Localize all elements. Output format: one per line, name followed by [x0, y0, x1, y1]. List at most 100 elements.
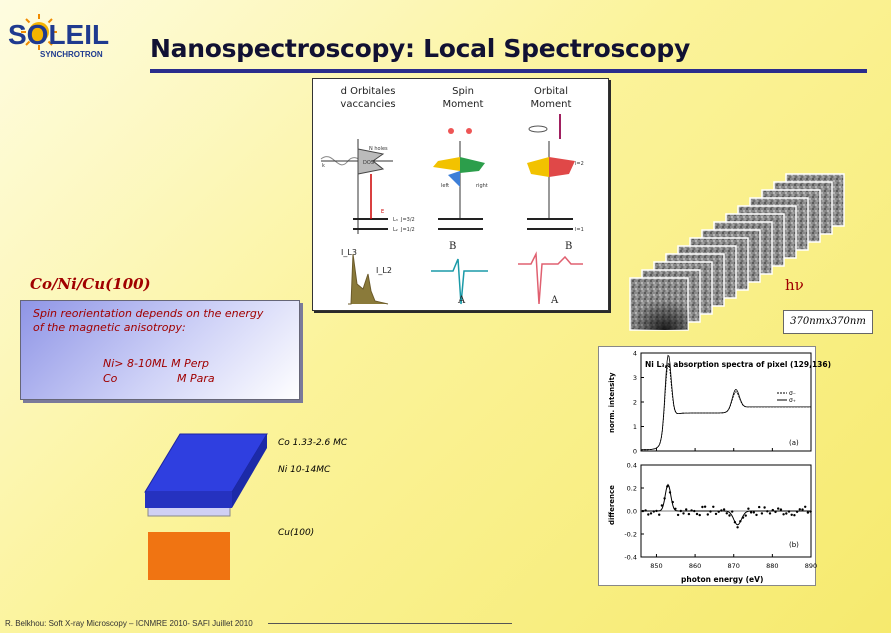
info-line-4a: Co: [103, 372, 118, 385]
bottom-ytick-label: 0.2: [627, 485, 637, 493]
difference-point: [658, 513, 661, 516]
difference-point: [758, 505, 761, 509]
svg-text:I_L2: I_L2: [376, 266, 392, 275]
difference-point: [760, 512, 764, 515]
footer-rule: [268, 623, 512, 624]
sun-icon: [21, 14, 57, 50]
co-layer-front: [145, 492, 232, 508]
difference-point: [674, 507, 677, 510]
top-ytick-label: 2: [633, 399, 637, 407]
xtick-label: 870: [728, 562, 740, 570]
footer-text: R. Belkhou: Soft X-ray Microscopy – ICNM…: [5, 619, 253, 628]
difference-point: [733, 521, 737, 524]
info-line-3: Ni> 8-10ML M Perp: [103, 357, 209, 370]
xmcd-diagram: N holes DOS k E L₃ L₂ J=3/2 J=1/2 I_L3 I…: [320, 114, 584, 306]
difference-point: [663, 497, 666, 500]
svg-text:l=1: l=1: [575, 227, 584, 233]
difference-point: [728, 514, 731, 517]
svg-text:I_L3: I_L3: [341, 248, 357, 257]
difference-point: [774, 510, 777, 514]
legend-sigma-minus: σ₋: [789, 390, 796, 397]
difference-point: [703, 505, 707, 508]
difference-point: [779, 508, 783, 511]
bottom-ylabel: difference: [608, 485, 616, 525]
logo-subtext: SYNCHROTRON: [40, 50, 103, 59]
bottom-ytick-label: -0.2: [624, 531, 637, 539]
difference-point: [698, 513, 701, 517]
difference-point: [725, 512, 728, 515]
difference-point: [793, 514, 796, 517]
difference-point: [804, 505, 807, 508]
svg-text:J=3/2: J=3/2: [400, 217, 415, 223]
svg-text:A: A: [457, 295, 466, 306]
bottom-plot-tag: (b): [789, 541, 799, 549]
spectra-title: Ni L₃,₂ absorption spectra of pixel (129…: [645, 360, 831, 369]
info-line-2: of the magnetic anisotropy:: [33, 321, 186, 334]
xmcd-figure: d Orbitales vaccancies Spin Moment Orbit…: [312, 78, 609, 311]
svg-text:A: A: [550, 295, 559, 306]
difference-point: [671, 500, 674, 504]
difference-point: [706, 513, 709, 516]
difference-point: [790, 513, 793, 516]
bottom-ytick-label: 0.0: [627, 508, 637, 516]
difference-point: [768, 512, 772, 515]
difference-point: [747, 507, 750, 510]
difference-point: [749, 511, 753, 514]
difference-point: [720, 509, 723, 512]
spectra-figure: Ni L₃,₂ absorption spectra of pixel (129…: [598, 346, 831, 586]
svg-text:k: k: [322, 163, 325, 169]
co-layer-top: [144, 433, 268, 493]
column-label-orbital: Orbital Moment: [530, 86, 572, 110]
top-ytick-label: 3: [633, 374, 637, 382]
difference-series: [641, 483, 811, 526]
difference-point: [739, 520, 742, 523]
photon-energy-label: hν: [785, 276, 804, 294]
svg-text:N holes: N holes: [369, 146, 388, 152]
spin-moment-schematic: left right B A: [431, 128, 488, 306]
difference-point: [685, 508, 688, 511]
top-ylabel: norm. intensity: [608, 372, 616, 433]
svg-text:left: left: [441, 183, 449, 189]
absorption-series: [641, 362, 811, 451]
column-label-orbitals: d Orbitales vaccancies: [340, 86, 396, 110]
svg-text:J=1/2: J=1/2: [400, 227, 415, 233]
difference-point: [782, 513, 785, 516]
info-box: Spin reorientation depends on the energy…: [20, 300, 300, 400]
top-ytick-label: 4: [633, 350, 637, 358]
svg-text:L₃: L₃: [393, 217, 398, 223]
difference-point: [714, 512, 718, 516]
xtick-label: 850: [650, 562, 662, 570]
cu-layer-label: Cu(100): [278, 528, 315, 538]
difference-point: [660, 504, 664, 507]
svg-text:B: B: [565, 241, 572, 252]
svg-text:DOS: DOS: [363, 160, 374, 166]
legend: σ₋ σ₊: [777, 390, 796, 404]
layer-stack: [144, 433, 268, 580]
difference-point: [682, 512, 685, 515]
difference-point: [695, 512, 699, 516]
cu-layer: [148, 532, 230, 580]
difference-point: [649, 512, 653, 515]
svg-text:right: right: [476, 183, 488, 189]
svg-text:B: B: [449, 241, 456, 252]
svg-text:L₂: L₂: [393, 227, 398, 233]
absorption-series: [641, 354, 811, 451]
legend-sigma-plus: σ₊: [789, 397, 796, 404]
page-title: Nanospectroscopy: Local Spectroscopy: [150, 34, 691, 63]
xlabel: photon energy (eV): [681, 575, 763, 584]
difference-point: [806, 511, 810, 514]
image-stack: [629, 173, 845, 331]
difference-point: [676, 513, 680, 517]
difference-point: [652, 510, 655, 513]
difference-point: [752, 511, 755, 514]
title-rule: [150, 69, 867, 73]
field-of-view-label: 370nmx370nm: [783, 310, 873, 334]
difference-point: [785, 512, 788, 515]
bottom-ytick-label: 0.4: [627, 462, 637, 470]
difference-point: [647, 513, 650, 516]
top-ytick-label: 0: [633, 448, 637, 456]
difference-point: [755, 513, 758, 517]
difference-point: [798, 508, 801, 511]
logo-text: SOLEIL: [8, 19, 109, 50]
difference-point: [744, 514, 747, 517]
